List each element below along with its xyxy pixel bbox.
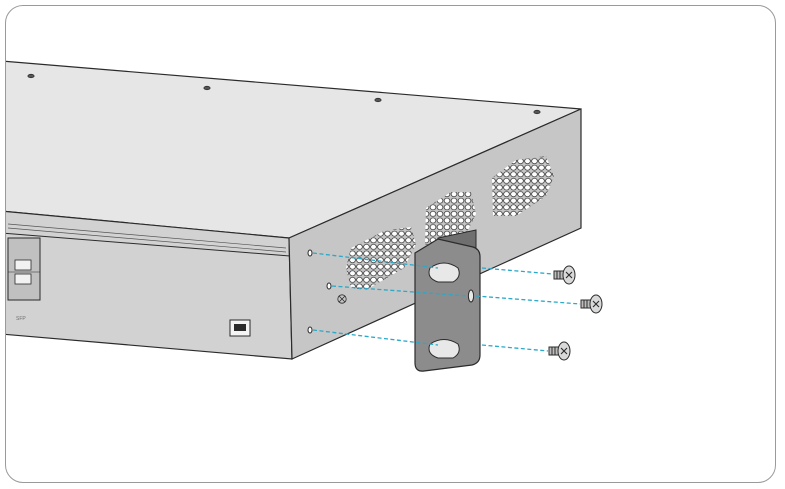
top-screws [27, 73, 541, 115]
console-port-icon [229, 319, 251, 337]
sfp-ports [7, 237, 41, 301]
ground-icon [337, 294, 347, 304]
screw-icon [580, 294, 603, 314]
screw-icon [553, 265, 576, 285]
front-port-strip [7, 223, 287, 253]
vent-icon [346, 156, 554, 290]
bracket-installation-diagram: SFP [6, 60, 603, 372]
side-mount-holes [307, 249, 332, 334]
front-ridge [6, 232, 291, 257]
alignment-guide-lines [312, 252, 581, 352]
figure-frame: SFP [5, 5, 776, 483]
port-label: SFP [16, 316, 26, 322]
screw-icon [548, 341, 571, 361]
